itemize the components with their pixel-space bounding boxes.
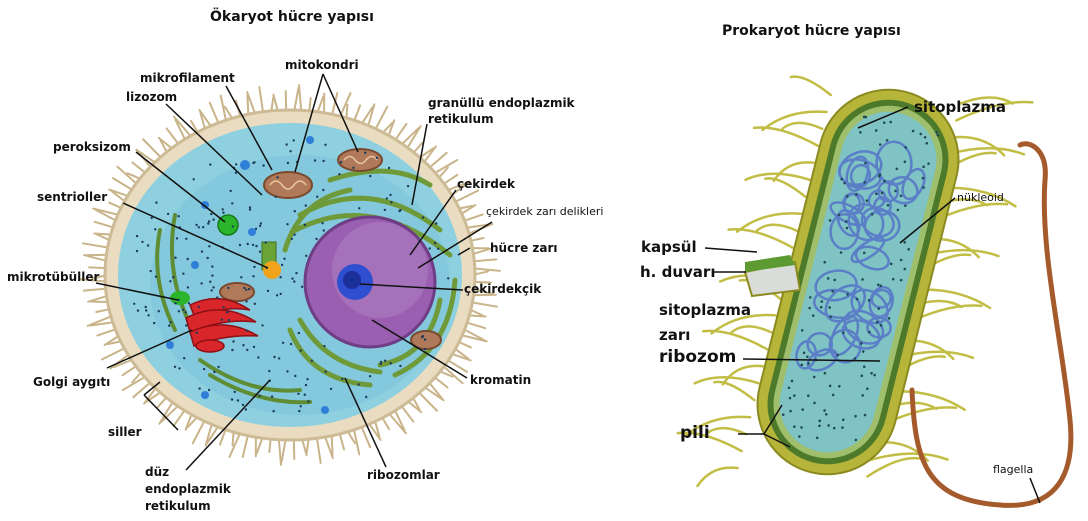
label-lizozom: lizozom bbox=[126, 90, 177, 104]
label-kromatin: kromatin bbox=[470, 373, 531, 387]
label-sitoplazma: sitoplazma bbox=[914, 100, 1006, 114]
eukaryote-title: Ökaryot hücre yapısı bbox=[210, 10, 374, 24]
eukaryotic-cell bbox=[80, 74, 500, 470]
label-flagella: flagella bbox=[993, 463, 1033, 477]
label-siller: siller bbox=[108, 425, 142, 439]
label-sentrioller: sentrioller bbox=[37, 190, 107, 204]
label-mitokondri: mitokondri bbox=[285, 58, 359, 72]
label-duz-er-3: retikulum bbox=[145, 499, 211, 513]
nucleolus-core bbox=[343, 271, 361, 289]
label-cekirdekcik: çekirdekçik bbox=[464, 282, 541, 296]
label-peroksizom: peroksizom bbox=[53, 140, 131, 154]
label-sitoplazma-zari-2: zarı bbox=[659, 328, 690, 342]
label-duz-er-2: endoplazmik bbox=[145, 482, 231, 496]
label-pili: pili bbox=[680, 426, 710, 440]
lysosome-green bbox=[170, 291, 190, 305]
label-duz-er-1: düz bbox=[145, 465, 169, 479]
label-h-duvari: h. duvarı bbox=[640, 265, 715, 279]
label-hucre-zari: hücre zarı bbox=[490, 241, 558, 255]
label-cekirdek: çekirdek bbox=[457, 177, 515, 191]
prokaryotic-cell bbox=[678, 75, 1071, 506]
label-ribozom: ribozom bbox=[659, 350, 736, 364]
label-mikrofilament: mikrofilament bbox=[140, 71, 235, 85]
label-sitoplazma-zari-1: sitoplazma bbox=[659, 303, 751, 317]
label-kapsul: kapsül bbox=[641, 240, 697, 254]
label-mikrotubuller: mikrotübüller bbox=[7, 270, 99, 284]
label-golgi: Golgi aygıtı bbox=[33, 375, 110, 389]
label-granullu-er-2: retikulum bbox=[428, 112, 494, 126]
label-nukleoid: nükleoid bbox=[957, 191, 1004, 205]
label-granullu-er-1: granüllü endoplazmik bbox=[428, 96, 575, 110]
prokaryote-title: Prokaryot hücre yapısı bbox=[722, 24, 901, 38]
label-ribozomlar: ribozomlar bbox=[367, 468, 440, 482]
label-cekirdek-zari-delikleri: çekirdek zarı delikleri bbox=[486, 205, 603, 219]
